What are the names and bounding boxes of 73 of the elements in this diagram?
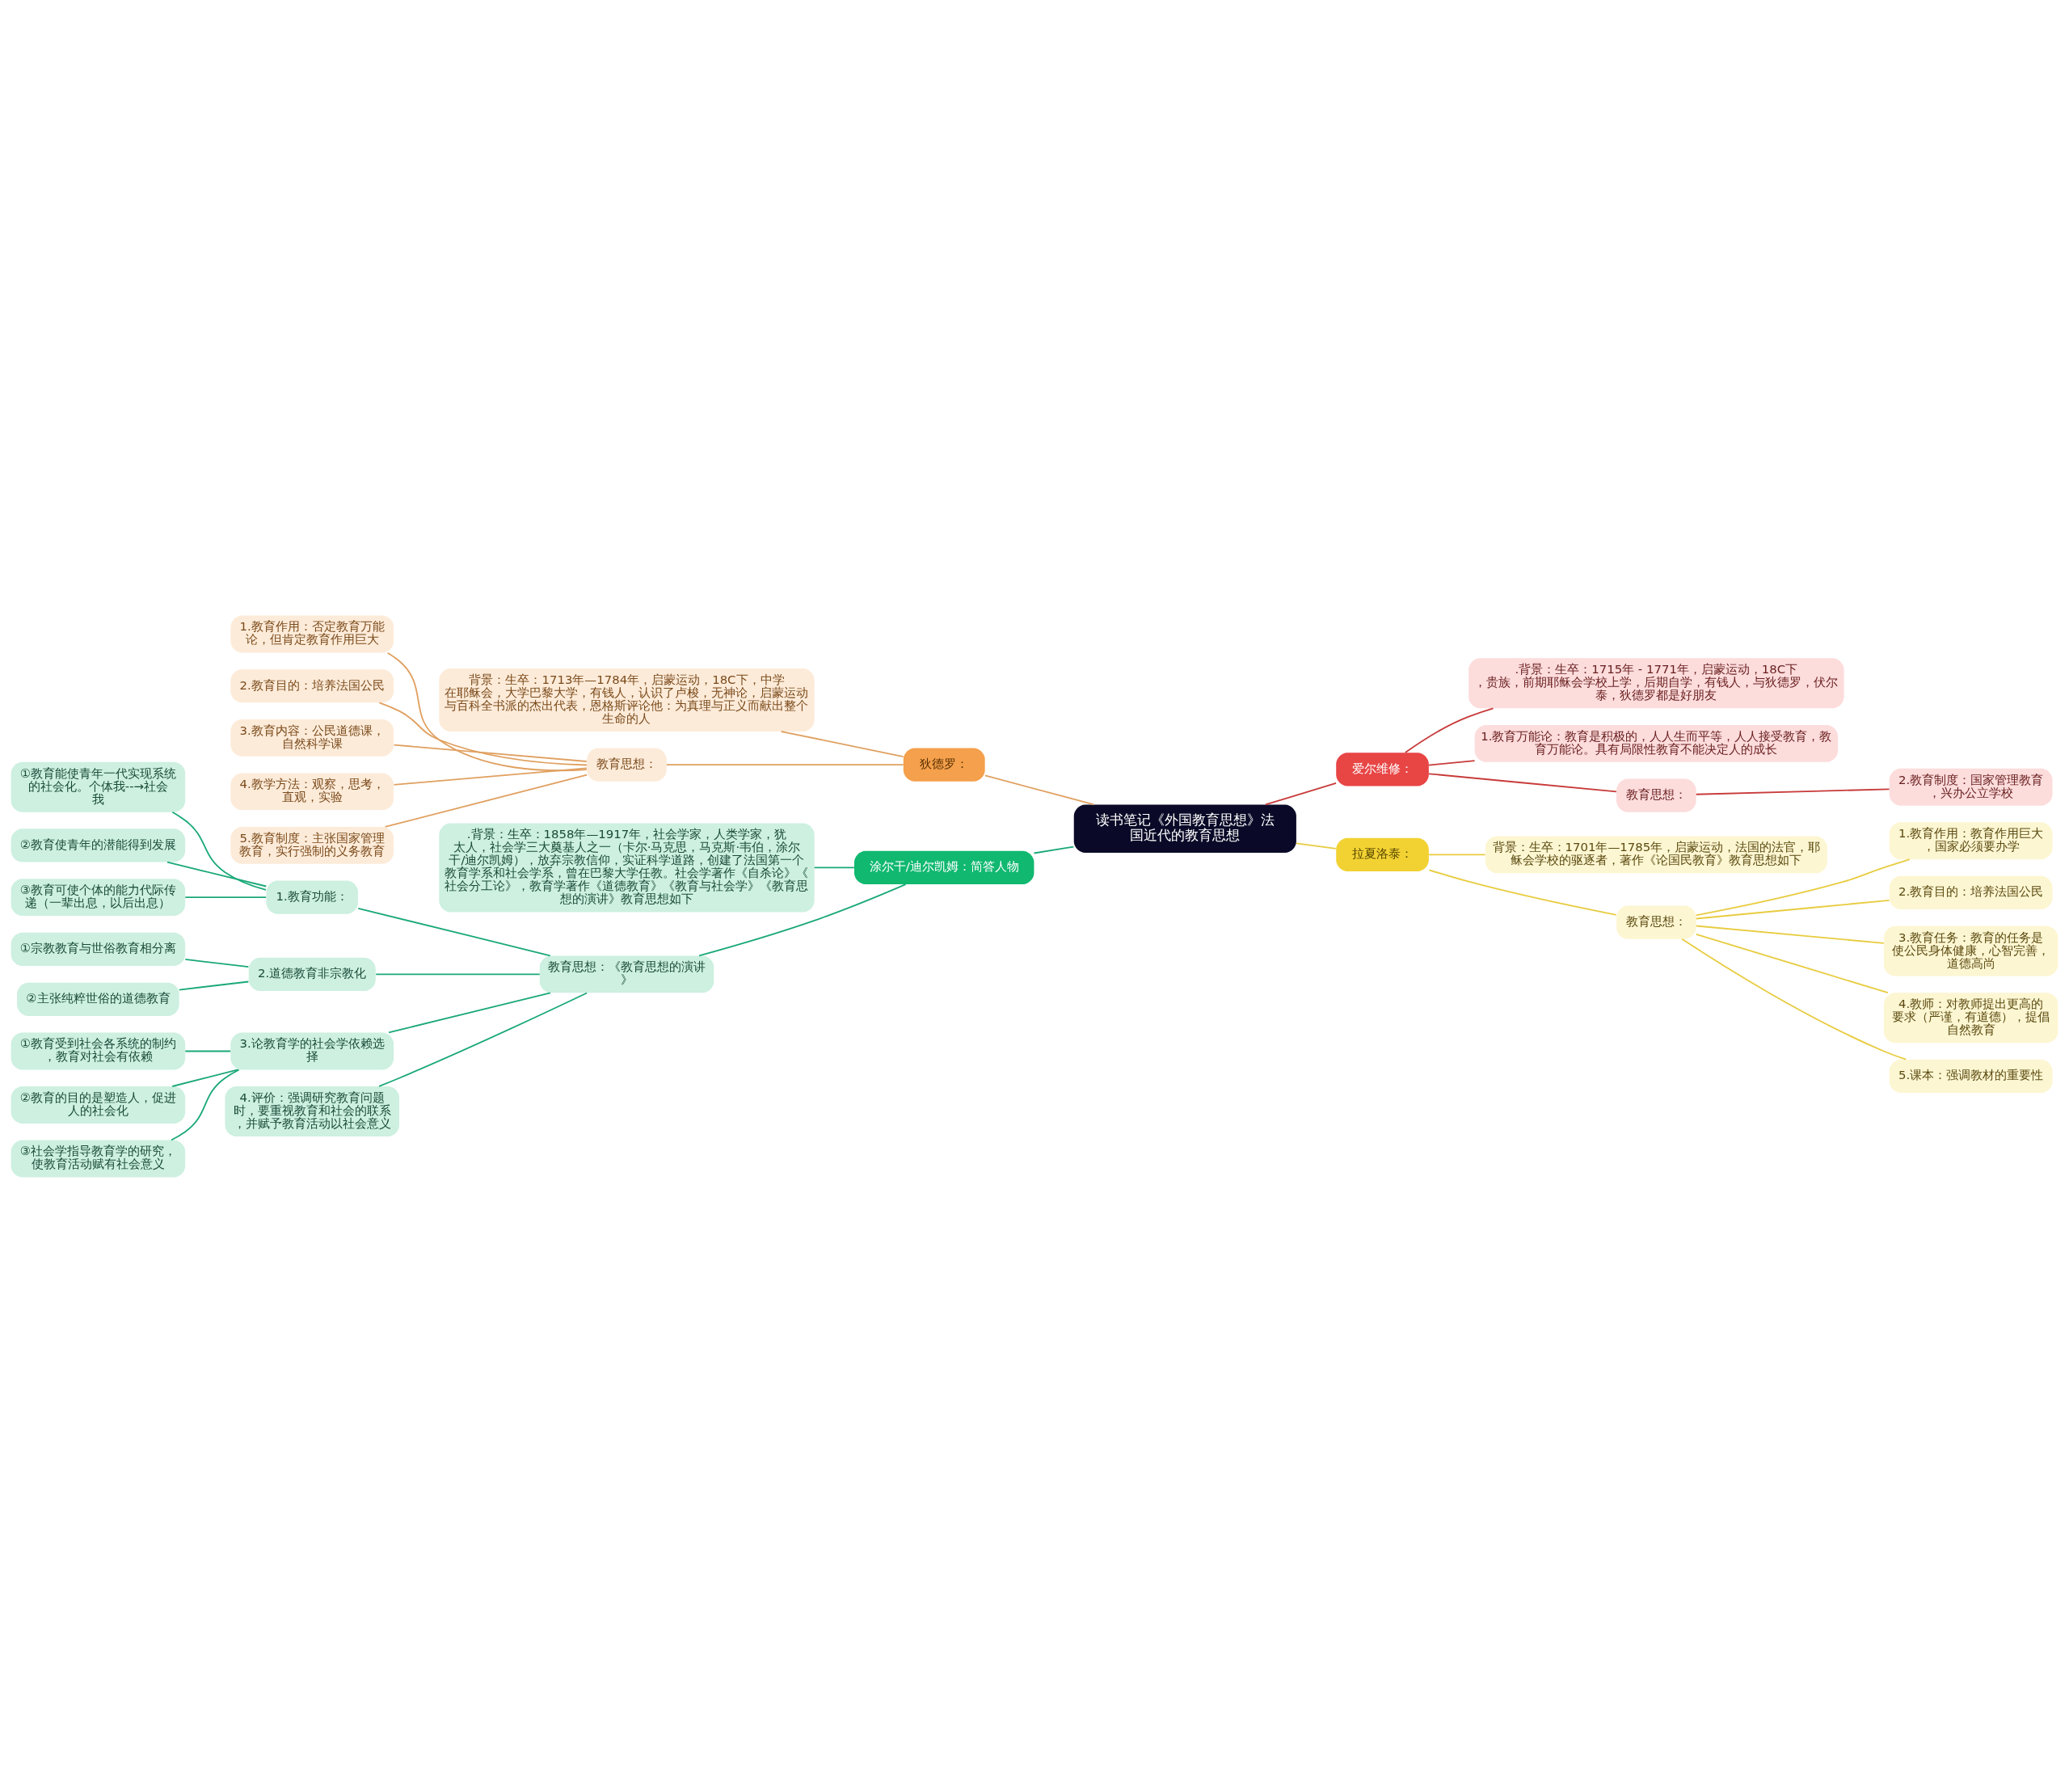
connector: [698, 883, 907, 956]
node-box: ③社会学指导教育学的研究，使教育活动赋有社会意义: [11, 1140, 186, 1177]
node-box: ②主张纯粹世俗的道德教育: [17, 982, 179, 1016]
connector: [1428, 854, 1486, 855]
connector: [171, 811, 267, 891]
node-box: ①宗教教育与世俗教育相分离: [11, 932, 186, 966]
node-box: 2.道德教育非宗教化: [248, 957, 376, 991]
node-box: ③教育可使个体的能力代际传递（一辈出息，以后出息）: [11, 878, 186, 916]
node-box: ②教育使青年的潜能得到发展: [11, 828, 186, 862]
connector: [393, 766, 588, 786]
connector: [375, 972, 541, 975]
node-box: 读书笔记《外国教育思想》法国近代的教育思想: [1073, 804, 1296, 853]
node-box: 2.教育目的：培养法国公民: [1889, 875, 2053, 909]
connector: [184, 896, 268, 898]
node-box: 1.教育作用：教育作用巨大，国家必须要办学: [1889, 821, 2053, 859]
connector: [170, 1069, 240, 1141]
node-box: 2.教育目的：培养法国公民: [230, 668, 394, 702]
node-box: 3.教育任务：教育的任务是使公民身体健康，心智完善，道德高尚: [1883, 926, 2058, 976]
node-box: 教育思想：: [587, 748, 667, 782]
node-box: 5.教育制度：主张国家管理教育，实行强制的义务教育: [230, 826, 394, 864]
connector: [1695, 787, 1890, 795]
connector: [1428, 772, 1617, 792]
connector: [393, 744, 588, 762]
connector: [184, 958, 250, 968]
connector: [378, 992, 588, 1087]
node-box: 1.教育作用：否定教育万能论，但肯定教育作用巨大: [230, 615, 394, 652]
connector: [178, 980, 250, 990]
connector: [813, 866, 855, 868]
connector: [386, 651, 588, 771]
node-box: 1.教育功能：: [266, 880, 358, 914]
connector: [1428, 759, 1476, 765]
node-box: 4.教师：对教师提出更高的要求（严谨，有道德），提倡自然教育: [1883, 992, 2058, 1043]
node-box: 教育思想：《教育思想的演讲》: [539, 955, 714, 993]
connector: [166, 861, 268, 887]
node-box: 3.教育内容：公民道德课，自然科学课: [230, 719, 394, 757]
node-box: 教育思想：: [1616, 904, 1696, 939]
connector: [1264, 782, 1337, 805]
connector: [378, 702, 588, 765]
connector: [1695, 933, 1889, 993]
connector: [357, 907, 551, 956]
node-box: 涂尔干/迪尔凯姆：简答人物: [854, 850, 1034, 884]
connector: [171, 1069, 239, 1087]
node-box: 4.教学方法：观察，思考，直观，实验: [230, 773, 394, 810]
node-box: 教育思想：: [1616, 778, 1696, 812]
node-box: ②教育的目的是塑造人，促进人的社会化: [11, 1086, 186, 1124]
node-box: 背景：生卒：1701年—1785年，启蒙运动，法国的法官，耶稣会学校的驱逐者，著作《论国民教育》教育思想如下: [1485, 835, 1827, 873]
connector: [1695, 899, 1890, 919]
node-box: 1.教育万能论：教育是积极的，人人生而平等，人人接受教育，教育万能论。具有局限性教育不能决定人的成长: [1474, 724, 1839, 762]
connector: [1033, 845, 1075, 854]
node-box: .背景：生卒：1715年 - 1771年，启蒙运动，18C下，贵族，前期耶稣会学校上学，后期自学，有钱人，与狄德罗，伏尔泰，狄德罗都是好朋友: [1469, 657, 1844, 708]
node-box: 4.评价：强调研究教育问题时，要重视教育和社会的联系，并赋予教育活动以社会意义: [225, 1086, 399, 1136]
connector: [1404, 706, 1494, 753]
node-box: ①教育受到社会各系统的制约，教育对社会有依赖: [11, 1032, 186, 1069]
node-box: ①教育能使青年一代实现系统的社会化。个体我--→社会我: [11, 761, 186, 812]
node-box: 狄德罗：: [903, 748, 985, 782]
node-box: .背景：生卒：1858年—1917年，社会学家，人类学家，犹太人，社会学三大奠基人之一（卡尔·马克思，马克斯·韦伯，涂尔干/迪尔凯姆），放弃宗教信仰，实证科学道路，创建了法国第一个教育学系和社会学系，曾在巴黎大学任教。社会学著作《自杀论》《社会分工论》，教育学著作《道德教育》《教育与社会学》《教育思想的演讲》教育思想如下: [439, 822, 815, 912]
connector: [984, 774, 1095, 805]
node-box: 2.教育制度：国家管理教育，兴办公立学校: [1889, 768, 2053, 806]
node-box: 背景：生卒：1713年—1784年，启蒙运动，18C下，中学在耶稣会，大学巴黎大学，有钱人，认识了卢梭，无神论，启蒙运动与百科全书派的杰出代表，恩格斯评论他：为真理与正义而献出整个生命的人: [439, 668, 815, 732]
connector: [184, 1050, 232, 1052]
connector: [388, 991, 551, 1033]
connector: [1428, 868, 1617, 916]
connector: [780, 730, 904, 757]
connector: [1695, 925, 1885, 944]
connector: [384, 774, 588, 828]
node-box: 3.论教育学的社会学依赖选择: [230, 1032, 394, 1069]
node-box: 爱尔维修：: [1336, 752, 1429, 786]
connector: [1695, 858, 1911, 916]
node-box: 拉夏洛泰：: [1336, 837, 1429, 871]
node-box: 5.课本：强调教材的重要性: [1889, 1059, 2053, 1093]
connector: [1681, 938, 1907, 1060]
connector: [1296, 842, 1337, 850]
connector: [666, 763, 904, 765]
